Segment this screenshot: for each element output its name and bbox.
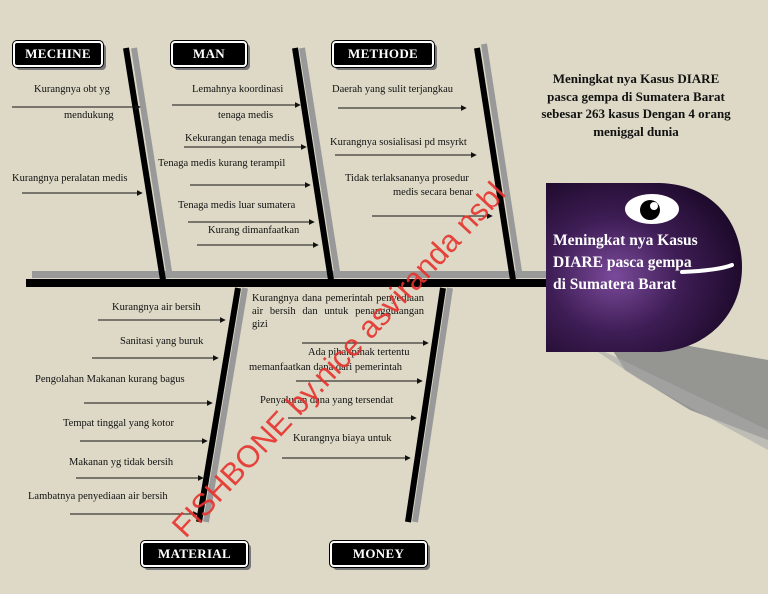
fish-head-text: Meningkat nya Kasus DIARE pasca gempa di… [553, 232, 698, 293]
category-mechine: MECHINE [13, 41, 103, 67]
cause-label: Lambatnya penyediaan air bersih [28, 491, 168, 502]
bone-methode [474, 47, 516, 281]
cause-label: Kurangnya dana pemerintah penyediaan air… [252, 293, 424, 330]
cause-label: tenaga medis [218, 110, 274, 121]
cause-label: Kurang dimanfaatkan [208, 225, 300, 236]
spine-shadow [32, 271, 552, 278]
cause-label: Tenaga medis luar sumatera [178, 200, 296, 211]
cause-label: memanfaatkan dana dari pemerintah [249, 362, 403, 373]
cause-label: Kurangnya air bersih [112, 302, 201, 313]
category-man: MAN [171, 41, 247, 67]
category-money: MONEY [330, 541, 427, 567]
category-methode: METHODE [332, 41, 434, 67]
cause-label: Tempat tinggal yang kotor [63, 418, 174, 429]
cause-label: Kekurangan tenaga medis [185, 133, 295, 144]
main-spine [26, 279, 550, 287]
cause-label: Pengolahan Makanan kurang bagus [35, 374, 185, 385]
cause-label: Penyaluran dana yang tersendat [260, 395, 394, 406]
fish-head [546, 183, 742, 352]
bone-money [405, 287, 446, 523]
cause-label: Kurangnya sosialisasi pd msyrkt [330, 137, 467, 148]
cause-label: mendukung [64, 110, 114, 121]
cause-label: Sanitasi yang buruk [120, 336, 204, 347]
bone-man [292, 47, 334, 281]
cause-label: Daerah yang sulit terjangkau [332, 84, 453, 95]
cause-label: Makanan yg tidak bersih [69, 457, 174, 468]
problem-statement: Meningkat nya Kasus DIARE pasca gempa di… [541, 71, 731, 139]
cause-label: Kurangnya peralatan medis [12, 173, 128, 184]
cause-label: Kurangnya biaya untuk [293, 433, 392, 444]
fish-mouth [680, 263, 734, 274]
cause-label: Tidak terlaksananya prosedur [345, 173, 469, 184]
cause-label: Lemahnya koordinasi [192, 84, 284, 95]
bone-mechine [123, 47, 166, 281]
bone-material [196, 287, 241, 523]
cause-label: Tenaga medis kurang terampil [158, 158, 286, 169]
cause-label: Ada pihakpihak tertentu [308, 347, 410, 358]
cause-label: Kurangnya obt yg [34, 84, 110, 95]
category-material: MATERIAL [141, 541, 248, 567]
cause-label: medis secara benar [393, 187, 473, 198]
